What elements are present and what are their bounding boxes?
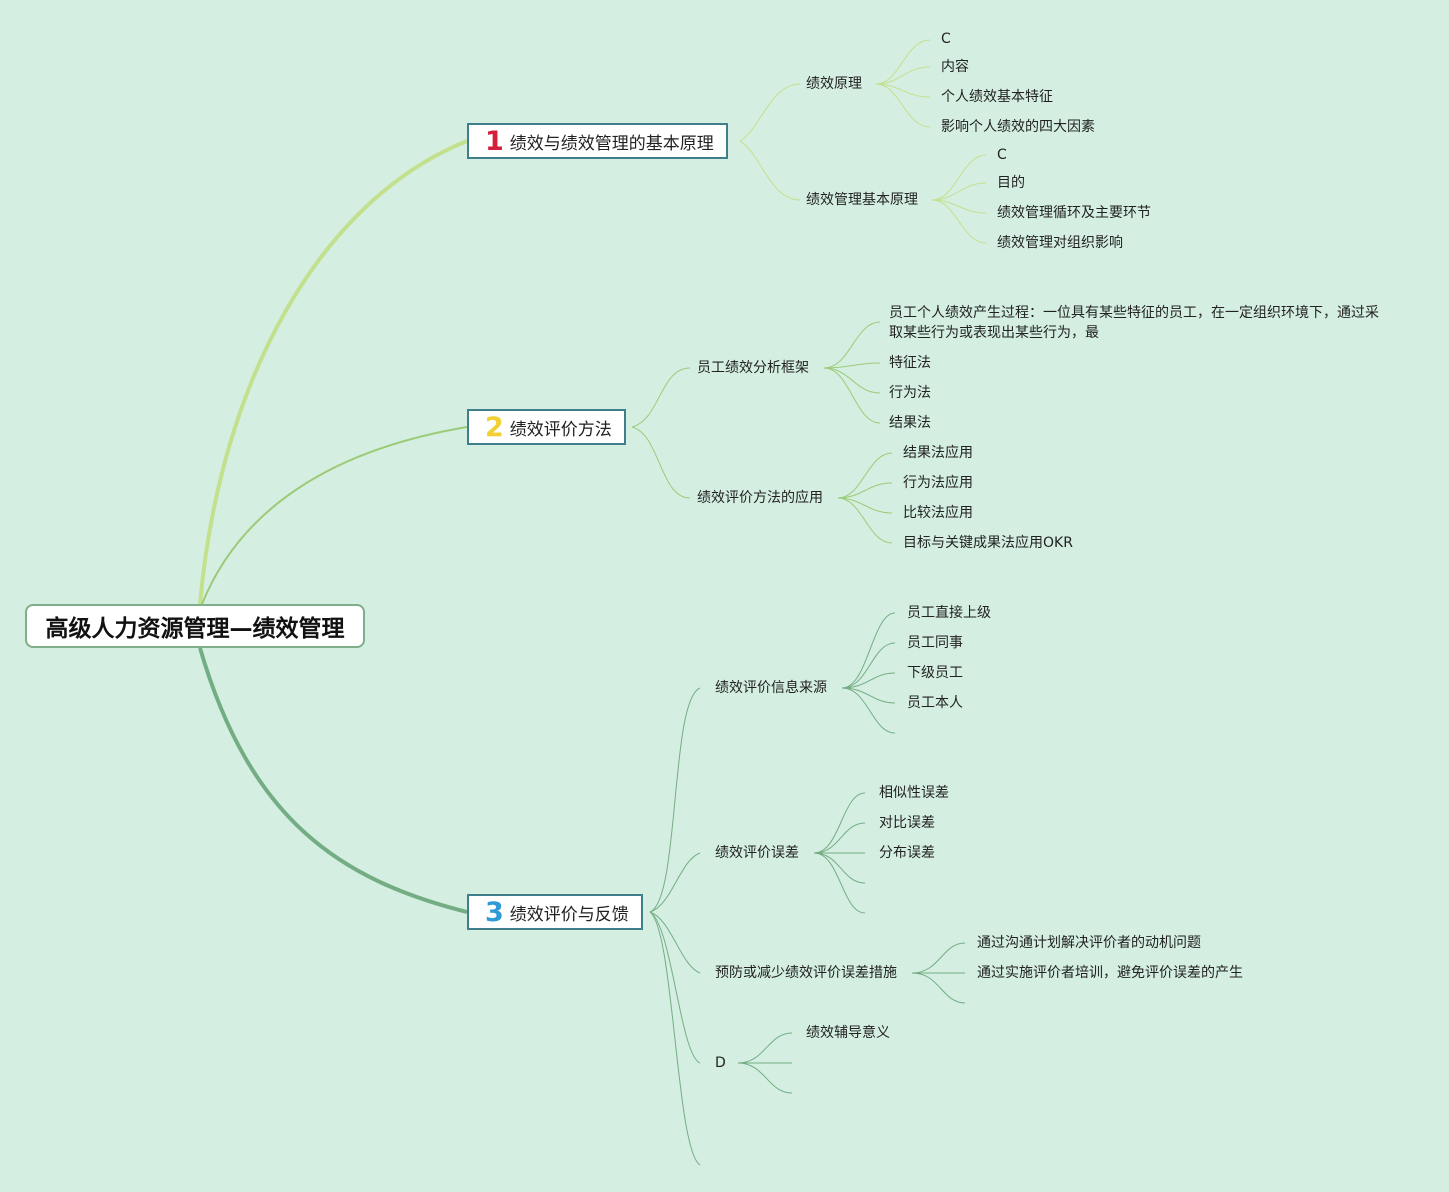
leaf-topic[interactable]: 结果法应用 bbox=[903, 445, 973, 461]
leaf-topic[interactable]: 行为法应用 bbox=[903, 475, 973, 491]
branch-1-label: 绩效与绩效管理的基本原理 bbox=[509, 133, 714, 154]
leaf-topic[interactable]: 分布误差 bbox=[879, 845, 935, 861]
subtopic-evaluation-errors[interactable]: 绩效评价误差 bbox=[715, 845, 799, 861]
leaf-topic[interactable]: 员工同事 bbox=[907, 635, 963, 651]
leaf-topic[interactable]: 行为法 bbox=[889, 385, 931, 401]
leaf-topic[interactable]: 目的 bbox=[997, 175, 1025, 191]
leaf-topic[interactable]: 比较法应用 bbox=[903, 505, 973, 521]
subtopic-info-sources[interactable]: 绩效评价信息来源 bbox=[715, 680, 827, 696]
leaf-topic[interactable]: 绩效管理循环及主要环节 bbox=[997, 205, 1151, 221]
leaf-topic[interactable]: 目标与关键成果法应用OKR bbox=[903, 535, 1073, 551]
leaf-topic[interactable]: 绩效辅导意义 bbox=[806, 1025, 890, 1041]
leaf-topic[interactable]: 结果法 bbox=[889, 415, 931, 431]
leaf-topic[interactable]: 特征法 bbox=[889, 355, 931, 371]
leaf-topic[interactable]: 下级员工 bbox=[907, 665, 963, 681]
subtopic-analysis-framework[interactable]: 员工绩效分析框架 bbox=[697, 360, 809, 376]
number-2-icon: 2 bbox=[485, 411, 504, 443]
leaf-topic[interactable]: 个人绩效基本特征 bbox=[941, 89, 1053, 105]
leaf-topic[interactable]: C bbox=[997, 147, 1007, 163]
leaf-topic[interactable]: C bbox=[941, 31, 951, 47]
leaf-topic[interactable]: 对比误差 bbox=[879, 815, 935, 831]
branch-3-label: 绩效评价与反馈 bbox=[509, 904, 629, 925]
leaf-topic[interactable]: 员工本人 bbox=[907, 695, 963, 711]
branch-1-topic[interactable]: 1 绩效与绩效管理的基本原理 bbox=[467, 123, 728, 159]
number-1-icon: 1 bbox=[485, 125, 504, 157]
branch-2-topic[interactable]: 2 绩效评价方法 bbox=[467, 409, 626, 445]
leaf-topic[interactable]: 绩效管理对组织影响 bbox=[997, 235, 1123, 251]
subtopic-d[interactable]: D bbox=[715, 1055, 726, 1071]
subtopic-method-application[interactable]: 绩效评价方法的应用 bbox=[697, 490, 823, 506]
leaf-topic[interactable]: 员工直接上级 bbox=[907, 605, 991, 621]
subtopic-error-prevention[interactable]: 预防或减少绩效评价误差措施 bbox=[715, 965, 897, 981]
leaf-topic[interactable]: 员工个人绩效产生过程：一位具有某些特征的员工，在一定组织环境下，通过采取某些行为… bbox=[889, 305, 1379, 341]
leaf-topic[interactable]: 相似性误差 bbox=[879, 785, 949, 801]
leaf-topic[interactable]: 内容 bbox=[941, 59, 969, 75]
branch-3-topic[interactable]: 3 绩效评价与反馈 bbox=[467, 894, 643, 930]
leaf-topic[interactable]: 影响个人绩效的四大因素 bbox=[941, 119, 1095, 135]
leaf-topic[interactable]: 通过实施评价者培训，避免评价误差的产生 bbox=[977, 965, 1243, 981]
subtopic-management-principle[interactable]: 绩效管理基本原理 bbox=[806, 192, 918, 208]
subtopic-performance-principle[interactable]: 绩效原理 bbox=[806, 76, 862, 92]
number-3-icon: 3 bbox=[485, 896, 504, 928]
leaf-topic[interactable]: 通过沟通计划解决评价者的动机问题 bbox=[977, 935, 1201, 951]
branch-2-label: 绩效评价方法 bbox=[509, 419, 612, 440]
root-topic[interactable]: 高级人力资源管理—绩效管理 bbox=[25, 604, 365, 648]
